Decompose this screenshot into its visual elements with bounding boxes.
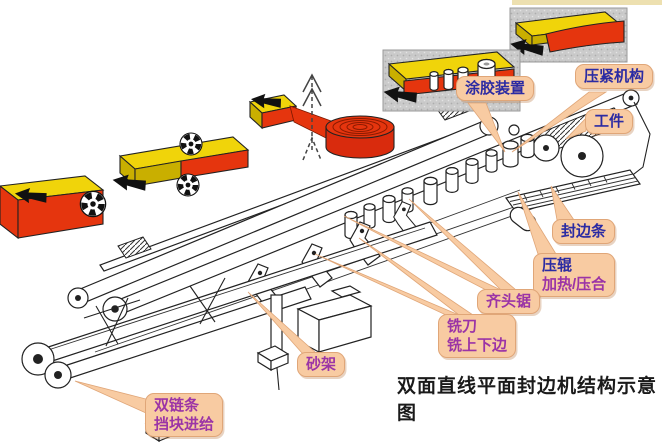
process-coil-feed: [248, 73, 395, 161]
cutter-wheel-icon: [180, 133, 202, 155]
edge-band-piece: [545, 20, 625, 53]
callout-workpiece: 工件: [585, 109, 634, 135]
process-trim-top-bottom: [111, 133, 250, 196]
process-inset-press: [508, 7, 628, 63]
edge-band-stack: [504, 169, 642, 213]
callout-text: 加热/压合: [542, 276, 607, 294]
pointer-gluing-device: [467, 102, 506, 153]
callout-sanding-frame: 砂架: [297, 352, 346, 378]
callout-text: 封边条: [561, 223, 607, 240]
callout-double-chain: 双链条 挡块进给: [145, 393, 224, 438]
callout-milling-cutter: 铣刀 铣上下边: [438, 314, 517, 359]
cutter-wheel-icon: [80, 191, 105, 216]
callout-text: 双链条: [154, 397, 200, 414]
cropped-top-strip: [512, 0, 662, 5]
callout-text: 涂胶装置: [465, 80, 526, 97]
sanding-post: [270, 294, 283, 391]
callout-pressing-mechanism: 压紧机构: [575, 64, 654, 90]
cutter-wheel-icon: [177, 174, 199, 196]
callout-text: 铣刀: [447, 318, 478, 335]
callout-text: 挡块进给: [154, 416, 215, 434]
pointer-pressing-mechanism: [511, 91, 608, 153]
machine-foot: [257, 345, 289, 371]
process-end-mill: [0, 175, 106, 240]
callout-edge-band-strip: 封边条: [552, 219, 616, 245]
callout-text: 工件: [594, 113, 625, 130]
callout-pressure-roller: 压辊 加热/压合: [533, 253, 616, 298]
chain-guide-grille: [117, 236, 152, 259]
callout-text: 齐头锯: [486, 293, 532, 310]
callout-text: 压辊: [542, 257, 573, 274]
callout-end-trim-saw: 齐头锯: [477, 289, 541, 315]
callout-text: 砂架: [306, 356, 337, 373]
support-struts: [83, 277, 226, 347]
cut-position-marker-icon: [302, 73, 322, 161]
machine-line-art: [21, 89, 651, 442]
callout-text: 压紧机构: [584, 68, 645, 85]
edge-band-coil-icon: [325, 115, 395, 159]
callout-text: 铣上下边: [447, 337, 508, 355]
callout-gluing-device: 涂胶装置: [456, 76, 535, 102]
pointer-double-chain: [74, 380, 147, 414]
diagram-title: 双面直线平面封边机结构示意图: [397, 376, 658, 424]
